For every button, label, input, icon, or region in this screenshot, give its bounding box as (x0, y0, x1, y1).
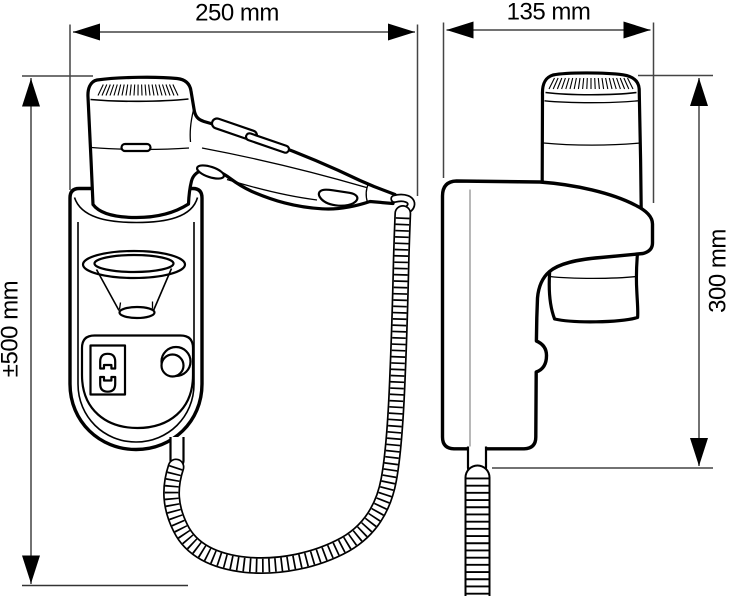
barrel-handle-junction-line (189, 109, 195, 143)
arrowhead-up (690, 78, 708, 106)
arrowhead-right (623, 21, 651, 39)
front-width-label: 250 mm (195, 0, 279, 27)
cup-front-rim (73, 197, 199, 224)
side-view (440, 71, 655, 596)
socket-pin-hole-top (99, 352, 117, 370)
coiled-cord-front (163, 205, 412, 574)
power-button[interactable] (160, 345, 192, 378)
air-intake-hatching (97, 84, 179, 96)
shaver-socket[interactable] (89, 344, 127, 396)
coiled-cord-side (464, 446, 491, 596)
holder-inner-edge (77, 222, 195, 443)
dimension-front-width: 250 mm (69, 0, 419, 196)
air-intake-hatching-side (548, 77, 634, 90)
arrowhead-down (690, 438, 708, 466)
handle-air-vent (195, 164, 226, 180)
barrel-line-upper-side (544, 100, 639, 104)
arrowhead-down (22, 555, 40, 584)
side-height-label: 300 mm (705, 229, 730, 313)
arrowhead-right (388, 23, 415, 41)
intake-band-line (90, 98, 189, 103)
dimension-side-width: 135 mm (442, 0, 655, 203)
nozzle-line-side (549, 275, 637, 280)
nozzle-recess (81, 249, 187, 320)
handle-end-cap-line (365, 183, 370, 203)
barrel-line-mid-side (543, 142, 641, 146)
funnel-left-edge (95, 269, 120, 311)
handle-contour-lower (226, 178, 318, 201)
button-cap (160, 353, 185, 378)
cradle-cup-rim (73, 197, 199, 224)
arrowhead-up (22, 78, 40, 107)
intake-band-line-side (545, 91, 637, 96)
funnel-notches (118, 301, 154, 310)
dimension-side-height: 300 mm (492, 74, 730, 469)
arrowhead-left (446, 21, 474, 39)
front-height-label: ±500 mm (0, 281, 24, 377)
coil-tube-outline (163, 205, 412, 574)
dimension-front-height: ±500 mm (0, 75, 188, 587)
holder-profile (440, 179, 655, 451)
dryer-body-and-handle (86, 75, 397, 220)
coil-rings (164, 213, 410, 573)
socket-pin-hole-bottom (99, 375, 117, 393)
front-view (68, 75, 416, 574)
funnel-right-edge (152, 268, 173, 311)
arrowhead-left (73, 23, 100, 41)
wall-holder-side (440, 179, 655, 451)
side-width-label: 135 mm (507, 0, 591, 26)
handle-contour-upper (201, 147, 367, 189)
barrel-slider-switch (120, 142, 152, 153)
funnel-bottom-opening (118, 305, 156, 320)
control-panel (80, 334, 195, 430)
recess-opening (93, 253, 175, 274)
hair-dryer-front (86, 75, 416, 220)
hanging-loop-hole (317, 188, 359, 207)
handle-switch-slot (244, 132, 291, 154)
